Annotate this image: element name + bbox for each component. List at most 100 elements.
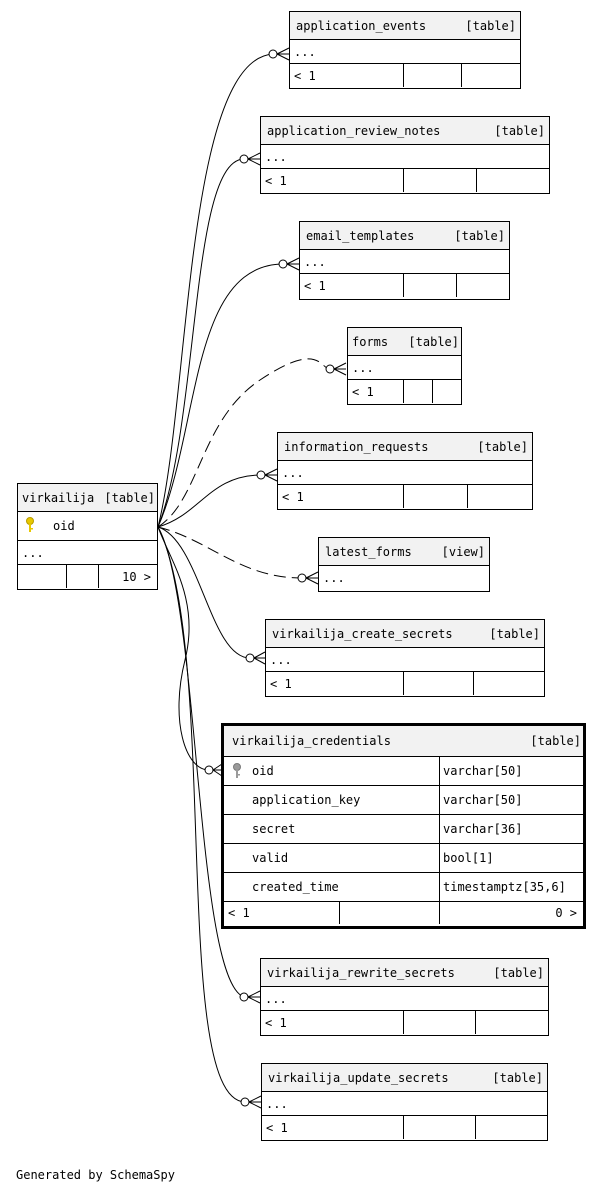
table-header: virkailija_credentials [table] xyxy=(224,726,583,757)
column-row-created-time: created_time timestamptz[35,6] xyxy=(224,873,583,902)
edge-application-events xyxy=(157,53,274,528)
table-virkailija-credentials[interactable]: virkailija_credentials [table] oid varch… xyxy=(221,723,586,929)
table-virkailija[interactable]: virkailija [table] oid ... 10 > xyxy=(17,483,158,590)
primary-key-icon xyxy=(233,763,241,778)
table-name: email_templates xyxy=(306,228,415,243)
table-footer: < 1 xyxy=(290,64,520,87)
more-columns: ... xyxy=(278,461,532,485)
parent-count: < 1 xyxy=(266,672,404,695)
column-type: timestamptz[35,6] xyxy=(443,880,566,894)
table-virkailija-create-secrets[interactable]: virkailija_create_secrets [table] ... < … xyxy=(265,619,545,697)
table-header: email_templates [table] xyxy=(300,222,509,250)
table-name: virkailija_update_secrets xyxy=(268,1070,449,1085)
table-header: virkailija_update_secrets [table] xyxy=(262,1064,547,1092)
table-footer: < 1 xyxy=(261,169,549,192)
column-row-secret: secret varchar[36] xyxy=(224,815,583,844)
edge-credentials xyxy=(157,526,210,771)
parent-count: < 1 xyxy=(290,64,404,87)
parent-count: < 1 xyxy=(261,169,404,192)
table-type: [table] xyxy=(408,334,459,349)
table-name: virkailija_rewrite_secrets xyxy=(267,965,455,980)
parent-count: < 1 xyxy=(262,1116,404,1139)
table-name: application_review_notes xyxy=(267,123,441,138)
table-header: virkailija [table] xyxy=(18,484,157,512)
column-row-application-key: application_key varchar[50] xyxy=(224,786,583,815)
column-name: oid xyxy=(252,764,274,778)
table-footer: < 1 xyxy=(266,672,544,695)
child-count: 10 > xyxy=(122,569,151,584)
edge-create-secrets xyxy=(157,526,251,659)
table-header: application_events [table] xyxy=(290,12,520,40)
table-forms[interactable]: forms [table] ... < 1 xyxy=(347,327,462,405)
table-header: virkailija_rewrite_secrets [table] xyxy=(261,959,548,987)
table-type: [table] xyxy=(492,1070,543,1085)
column-name: application_key xyxy=(252,793,361,807)
table-name: virkailija_create_secrets xyxy=(272,626,453,641)
column-row-oid: oid varchar[50] xyxy=(224,757,583,786)
table-type: [table] xyxy=(454,228,505,243)
more-columns: ... xyxy=(323,571,345,585)
more-columns: ... xyxy=(261,987,548,1011)
table-footer: < 1 xyxy=(348,380,461,403)
generated-by-label: Generated by SchemaSpy xyxy=(16,1168,175,1182)
table-type: [table] xyxy=(104,490,155,505)
table-name: forms xyxy=(352,334,389,349)
table-footer: < 1 xyxy=(262,1116,547,1139)
parent-count: < 1 xyxy=(261,1011,404,1034)
table-footer: < 1 0 > xyxy=(224,902,583,924)
table-type: [table] xyxy=(477,439,528,454)
more-columns: ... xyxy=(290,40,520,64)
table-name: application_events xyxy=(296,18,427,33)
column-name: valid xyxy=(252,851,289,865)
table-footer: < 1 xyxy=(261,1011,548,1034)
table-footer: < 1 xyxy=(278,485,532,508)
edge-latest-forms xyxy=(157,526,303,579)
more-columns: ... xyxy=(261,145,549,169)
more-columns: ... xyxy=(348,356,461,380)
table-name: information_requests xyxy=(284,439,429,454)
column-type: varchar[36] xyxy=(443,822,523,836)
table-type: [table] xyxy=(493,965,544,980)
table-application-review-notes[interactable]: application_review_notes [table] ... < 1 xyxy=(260,116,550,194)
table-type: [table] xyxy=(465,18,516,33)
table-virkailija-rewrite-secrets[interactable]: virkailija_rewrite_secrets [table] ... <… xyxy=(260,958,549,1036)
view-latest-forms[interactable]: latest_forms [view] ... xyxy=(318,537,490,592)
table-header: forms [table] xyxy=(348,328,461,356)
column-name: secret xyxy=(252,822,296,836)
column-type: varchar[50] xyxy=(443,793,523,807)
child-count: 0 > xyxy=(555,906,577,920)
table-header: virkailija_create_secrets [table] xyxy=(266,620,544,648)
table-footer: 10 > xyxy=(18,565,157,588)
table-virkailija-update-secrets[interactable]: virkailija_update_secrets [table] ... < … xyxy=(261,1063,548,1141)
edge-forms xyxy=(157,358,331,528)
table-header: latest_forms [view] xyxy=(319,538,489,566)
edge-information-requests xyxy=(157,474,262,528)
table-email-templates[interactable]: email_templates [table] ... < 1 xyxy=(299,221,510,300)
table-header: information_requests [table] xyxy=(278,433,532,461)
column-name: oid xyxy=(53,519,75,533)
table-information-requests[interactable]: information_requests [table] ... < 1 xyxy=(277,432,533,510)
table-type: [table] xyxy=(530,734,581,748)
table-header: application_review_notes [table] xyxy=(261,117,549,145)
edge-update-secrets xyxy=(157,526,246,1103)
table-name: virkailija xyxy=(22,490,95,505)
table-application-events[interactable]: application_events [table] ... < 1 xyxy=(289,11,521,89)
column-type: varchar[50] xyxy=(443,764,523,778)
parent-count: < 1 xyxy=(224,902,340,924)
column-type: bool[1] xyxy=(443,851,494,865)
more-columns: ... xyxy=(266,648,544,672)
primary-key-icon xyxy=(26,517,34,532)
more-columns: ... xyxy=(300,250,509,274)
parent-count: < 1 xyxy=(348,380,404,403)
table-name: latest_forms xyxy=(325,544,412,559)
key-column-row: oid xyxy=(18,512,157,541)
more-columns: ... xyxy=(18,541,157,565)
edge-application-review-notes xyxy=(157,158,245,528)
more-columns: ... xyxy=(262,1092,547,1116)
table-type: [table] xyxy=(494,123,545,138)
table-type: [view] xyxy=(441,544,485,559)
table-name: virkailija_credentials xyxy=(232,734,391,748)
table-footer: < 1 xyxy=(300,274,509,297)
edge-email-templates xyxy=(157,263,284,528)
